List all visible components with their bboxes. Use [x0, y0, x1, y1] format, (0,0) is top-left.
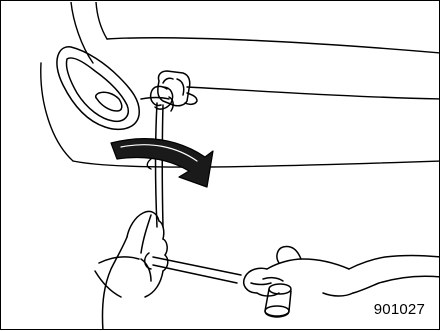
left-hand	[95, 211, 168, 331]
right-hand	[244, 247, 440, 297]
wrench-handle	[145, 253, 241, 283]
tow-hook-loop	[151, 86, 174, 111]
wrench-shaft	[156, 103, 164, 227]
fog-lamp-bezel	[57, 47, 139, 130]
bumper-outline	[41, 2, 440, 169]
socket-cylinder	[265, 284, 291, 317]
figure-number: 901027	[374, 301, 425, 318]
